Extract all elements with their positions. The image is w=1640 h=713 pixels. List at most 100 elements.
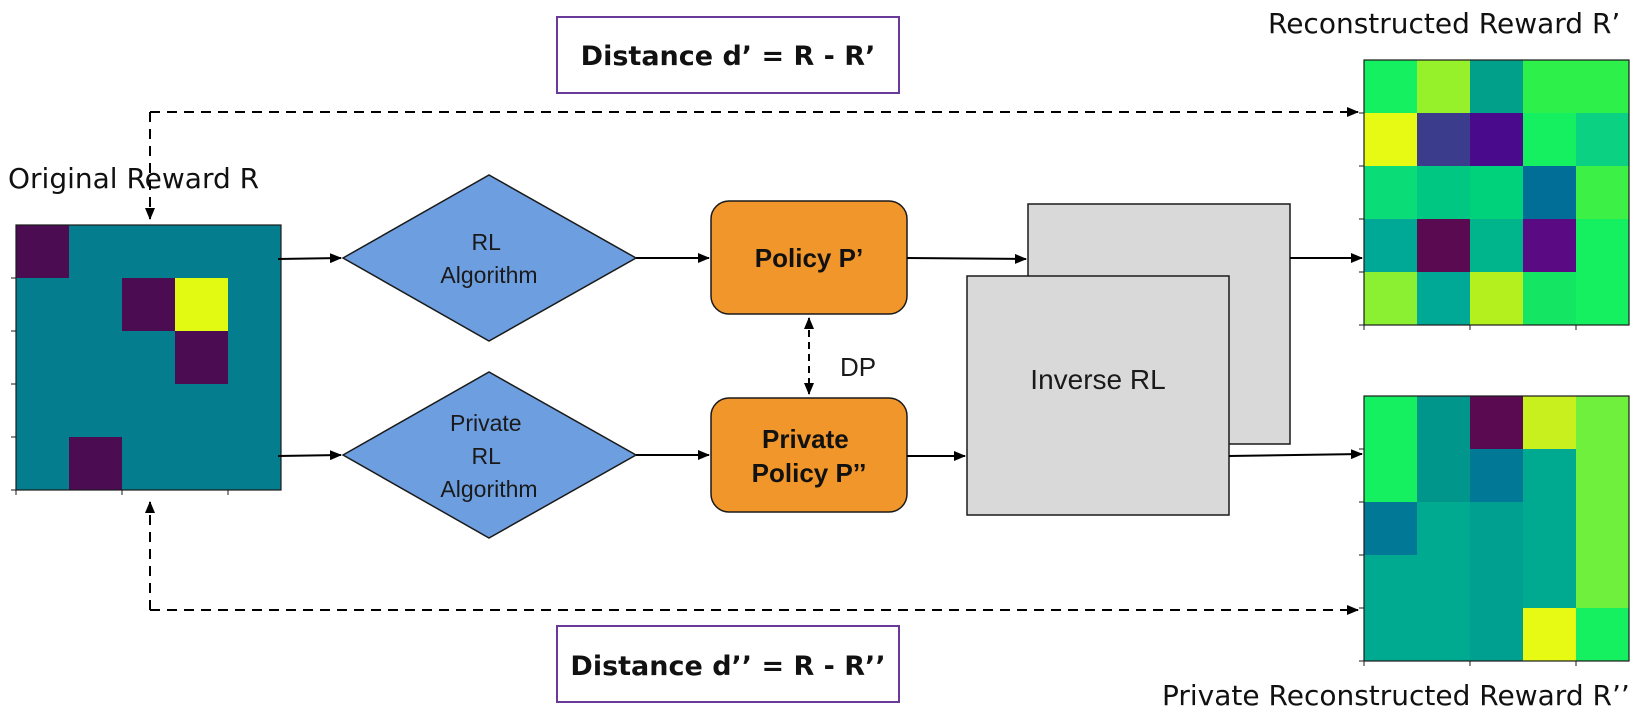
heatmap-cell	[16, 437, 70, 491]
heatmap-cell	[1417, 396, 1471, 450]
heatmap-cell	[1364, 449, 1418, 503]
heatmap-cell	[1523, 219, 1577, 273]
heatmap-cell	[1364, 166, 1418, 220]
heatmap-cell	[1470, 608, 1524, 662]
heatmap-border	[15, 224, 282, 491]
private-rl-algorithm-label: Private RL Algorithm	[440, 410, 537, 502]
heatmap-cell	[69, 384, 123, 438]
heatmap-cell	[1417, 219, 1471, 273]
heatmap-cell	[16, 225, 70, 279]
heatmap-cell	[1576, 272, 1630, 326]
heatmap-cell	[69, 278, 123, 332]
heatmap-cell	[1523, 60, 1577, 114]
heatmap-cell	[1364, 502, 1418, 556]
heatmap-border	[1363, 395, 1630, 662]
distance-top-box: Distance d’ = R - R’	[556, 16, 900, 94]
rl-algorithm-diamond: RL Algorithm	[341, 174, 638, 342]
heatmap-cell	[1417, 449, 1471, 503]
heatmap-cell	[1470, 502, 1524, 556]
arrow-r-to-private-rl	[277, 450, 342, 461]
heatmap-cell	[1523, 166, 1577, 220]
heatmap-cell	[1417, 166, 1471, 220]
heatmap-cell	[1576, 608, 1630, 662]
heatmap-cell	[1523, 113, 1577, 167]
heatmap-border	[1363, 59, 1630, 326]
reconstructed-reward-label: Reconstructed Reward R’	[1268, 7, 1620, 40]
private-reconstructed-reward-heatmap	[1359, 395, 1630, 666]
heatmap-cell	[69, 331, 123, 385]
heatmap-cell	[228, 384, 282, 438]
heatmap-cell	[1523, 272, 1577, 326]
heatmap-cell	[122, 278, 176, 332]
heatmap-cell	[1417, 272, 1471, 326]
dp-label: DP	[840, 352, 876, 382]
heatmap-cell	[1470, 272, 1524, 326]
arrow-policy-to-irl	[906, 253, 1027, 264]
distance-top-label: Distance d’ = R - R’	[581, 41, 876, 72]
heatmap-cell	[1523, 396, 1577, 450]
heatmap-cell	[175, 331, 229, 385]
heatmap-cell	[1576, 555, 1630, 609]
heatmap-cell	[1364, 219, 1418, 273]
heatmap-cell	[1576, 219, 1630, 273]
heatmap-cell	[228, 437, 282, 491]
heatmap-cell	[1470, 555, 1524, 609]
distance-bottom-label: Distance d’’ = R - R’’	[570, 651, 885, 682]
distance-bottom-box: Distance d’’ = R - R’’	[556, 625, 900, 703]
private-rl-algorithm-diamond: Private RL Algorithm	[341, 371, 638, 539]
heatmap-cell	[1417, 502, 1471, 556]
reconstructed-reward-heatmap	[1359, 59, 1630, 330]
heatmap-cell	[1364, 272, 1418, 326]
heatmap-cell	[1364, 396, 1418, 450]
heatmap-cell	[1470, 60, 1524, 114]
heatmap-cell	[1470, 166, 1524, 220]
heatmap-cell	[1576, 502, 1630, 556]
private-reconstructed-reward-label: Private Reconstructed Reward R’’	[1162, 679, 1630, 712]
heatmap-cell	[1523, 608, 1577, 662]
heatmap-cell	[69, 437, 123, 491]
heatmap-cell	[122, 437, 176, 491]
heatmap-cell	[1523, 502, 1577, 556]
inverse-rl-label: Inverse RL	[1030, 364, 1165, 395]
heatmap-cell	[1576, 113, 1630, 167]
heatmap-cell	[16, 331, 70, 385]
heatmap-cell	[1576, 60, 1630, 114]
heatmap-cell	[228, 225, 282, 279]
private-policy-label: Private Policy P’’	[752, 424, 867, 488]
heatmap-cell	[1417, 60, 1471, 114]
heatmap-cell	[1576, 166, 1630, 220]
heatmap-cell	[1523, 555, 1577, 609]
policy-label: Policy P’	[755, 243, 863, 273]
arrow-r-to-rl	[277, 253, 342, 264]
dashed-comparison-lines	[145, 107, 1359, 615]
heatmap-cell	[1470, 449, 1524, 503]
heatmap-cell	[1417, 608, 1471, 662]
inverse-rl-box-front: Inverse RL	[966, 275, 1230, 516]
heatmap-cell	[1470, 219, 1524, 273]
heatmap-cell	[228, 278, 282, 332]
heatmap-cell	[1364, 60, 1418, 114]
heatmap-cell	[175, 225, 229, 279]
flow-arrows	[277, 253, 1363, 461]
heatmap-cell	[1470, 113, 1524, 167]
heatmap-cell	[1364, 555, 1418, 609]
heatmap-cell	[175, 278, 229, 332]
heatmap-cell	[122, 384, 176, 438]
heatmap-cell	[1576, 449, 1630, 503]
arrow-irl-to-private-reconstructed	[1228, 449, 1363, 460]
heatmap-cell	[1417, 113, 1471, 167]
heatmap-cell	[1364, 608, 1418, 662]
heatmap-cell	[228, 331, 282, 385]
original-reward-heatmap	[11, 224, 282, 495]
rl-algorithm-label: RL Algorithm	[440, 229, 537, 288]
heatmap-cell	[1470, 396, 1524, 450]
heatmap-cell	[69, 225, 123, 279]
heatmap-cell	[1576, 396, 1630, 450]
heatmap-cell	[175, 384, 229, 438]
heatmap-cell	[1364, 113, 1418, 167]
heatmap-cell	[1523, 449, 1577, 503]
original-reward-label: Original Reward R	[8, 162, 259, 195]
heatmap-cell	[175, 437, 229, 491]
policy-box: Policy P’	[710, 200, 908, 315]
